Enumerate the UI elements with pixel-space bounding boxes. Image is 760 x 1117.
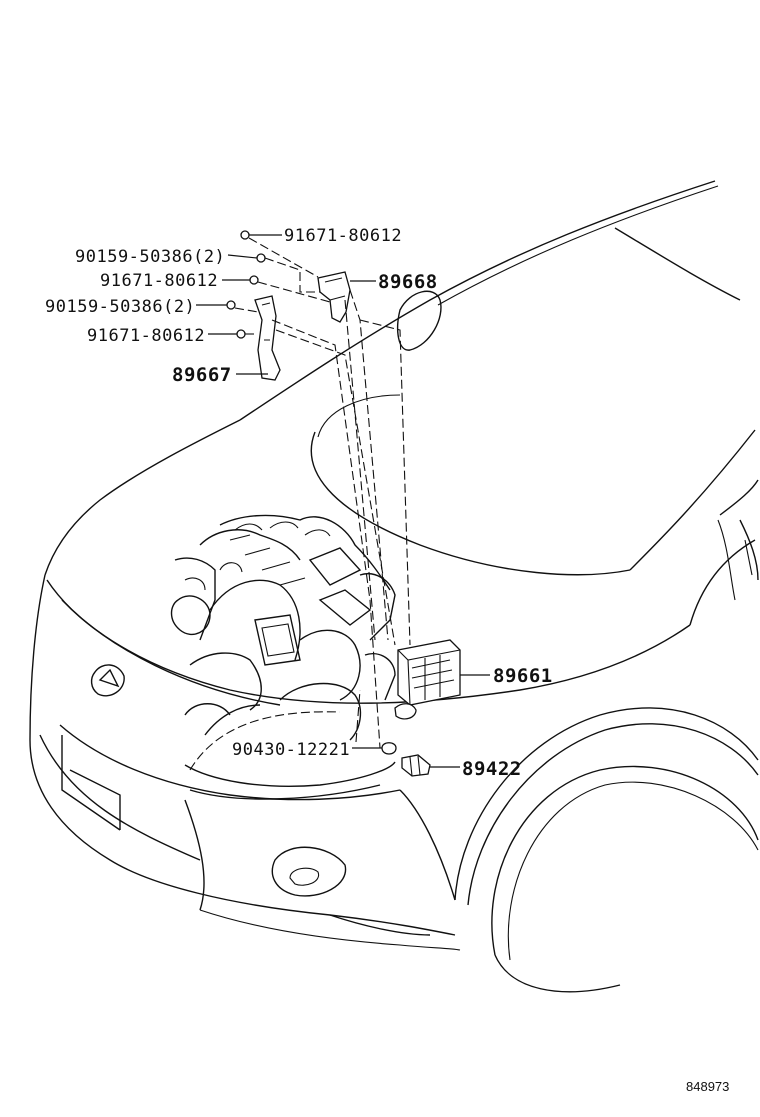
callout-91671-80612-low: 91671-80612 [87,326,205,346]
bolt-91671-low [236,329,246,339]
nut-90159-lower [226,300,236,310]
assembly-dashed-lines [189,237,411,771]
callout-91671-80612-top: 91671-80612 [284,226,402,246]
callout-90159-50386-upper: 90159-50386(2) [75,247,225,267]
callout-91671-80612-mid: 91671-80612 [100,271,218,291]
car-body-outline [29,180,759,993]
callout-89661: 89661 [493,665,553,687]
callout-90430-12221: 90430-12221 [232,740,350,760]
toyota-emblem [90,664,125,697]
callout-90159-50386-lower: 90159-50386(2) [45,297,195,317]
callout-labels: 91671-80612 90159-50386(2) 91671-80612 8… [45,226,729,1094]
engine-control-computer [394,639,461,720]
sensor-89422-part [401,754,431,777]
callout-89667: 89667 [172,364,232,386]
callout-89422: 89422 [462,758,522,780]
clip-90430-part [381,742,397,755]
bracket-89668-part [317,271,351,323]
bracket-89667-part [254,295,281,381]
callout-leaders [196,234,490,768]
nut-90159-upper [256,253,266,263]
figure-number: 848973 [686,1079,729,1094]
bolt-91671-mid [249,275,259,285]
callout-89668: 89668 [378,271,438,293]
bolt-91671-top [240,230,250,240]
engine-assembly [170,514,396,741]
